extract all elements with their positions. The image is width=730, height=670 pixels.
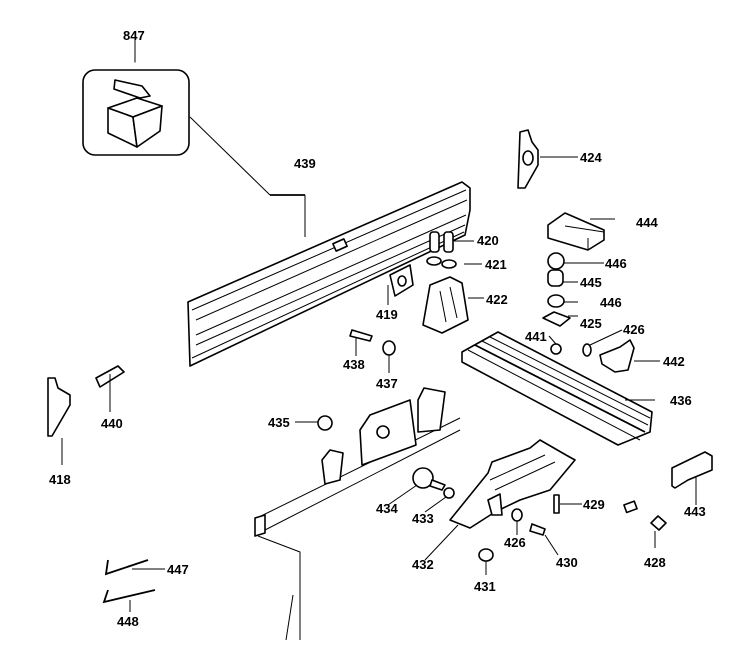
clamp-block-part bbox=[547, 212, 615, 251]
hex-keys-part bbox=[102, 559, 165, 612]
part-label-433: 433 bbox=[412, 511, 434, 526]
part-label-441: 441 bbox=[525, 329, 547, 344]
table-base-part bbox=[254, 387, 461, 641]
fence-rail-part bbox=[187, 181, 471, 367]
part-label-444: 444 bbox=[636, 215, 658, 230]
part-label-435: 435 bbox=[268, 415, 290, 430]
part-label-426-top: 426 bbox=[623, 322, 645, 337]
part-label-431: 431 bbox=[474, 579, 496, 594]
kit-box-part bbox=[82, 38, 305, 196]
part-label-448: 448 bbox=[117, 614, 139, 629]
part-label-445: 445 bbox=[580, 275, 602, 290]
bracket-part bbox=[422, 276, 484, 334]
part-label-426-bottom: 426 bbox=[504, 535, 526, 550]
part-label-847: 847 bbox=[123, 28, 145, 43]
part-label-421: 421 bbox=[485, 257, 507, 272]
part-label-424: 424 bbox=[580, 150, 602, 165]
part-label-446-top: 446 bbox=[605, 256, 627, 271]
part-label-446-bottom: 446 bbox=[600, 295, 622, 310]
part-label-438: 438 bbox=[343, 357, 365, 372]
part-label-425: 425 bbox=[580, 316, 602, 331]
part-label-428: 428 bbox=[644, 555, 666, 570]
hardware-part bbox=[478, 494, 582, 575]
part-label-436: 436 bbox=[670, 393, 692, 408]
clip-part bbox=[387, 264, 414, 305]
end-cap-part bbox=[517, 129, 578, 189]
part-label-442: 442 bbox=[663, 354, 685, 369]
bolt-part bbox=[349, 329, 396, 373]
part-label-419: 419 bbox=[376, 307, 398, 322]
part-label-429: 429 bbox=[583, 497, 605, 512]
part-label-437: 437 bbox=[376, 376, 398, 391]
part-label-439: 439 bbox=[294, 156, 316, 171]
part-label-434: 434 bbox=[376, 501, 398, 516]
knob-part bbox=[387, 467, 455, 513]
part-label-420: 420 bbox=[477, 233, 499, 248]
lever-assembly-part bbox=[548, 329, 660, 373]
part-label-430: 430 bbox=[556, 555, 578, 570]
left-end-cap-part bbox=[47, 377, 71, 465]
pad-part bbox=[623, 451, 713, 548]
pin-part bbox=[95, 365, 125, 412]
part-label-432: 432 bbox=[412, 557, 434, 572]
part-label-422: 422 bbox=[486, 292, 508, 307]
bushing-stack-part bbox=[542, 252, 604, 327]
carriage-part bbox=[424, 439, 576, 561]
nut-435-part bbox=[295, 415, 333, 431]
part-label-443: 443 bbox=[684, 504, 706, 519]
rail-part bbox=[461, 331, 655, 446]
screws-part bbox=[426, 231, 482, 269]
part-label-418: 418 bbox=[49, 472, 71, 487]
part-label-440: 440 bbox=[101, 416, 123, 431]
part-label-447: 447 bbox=[167, 562, 189, 577]
